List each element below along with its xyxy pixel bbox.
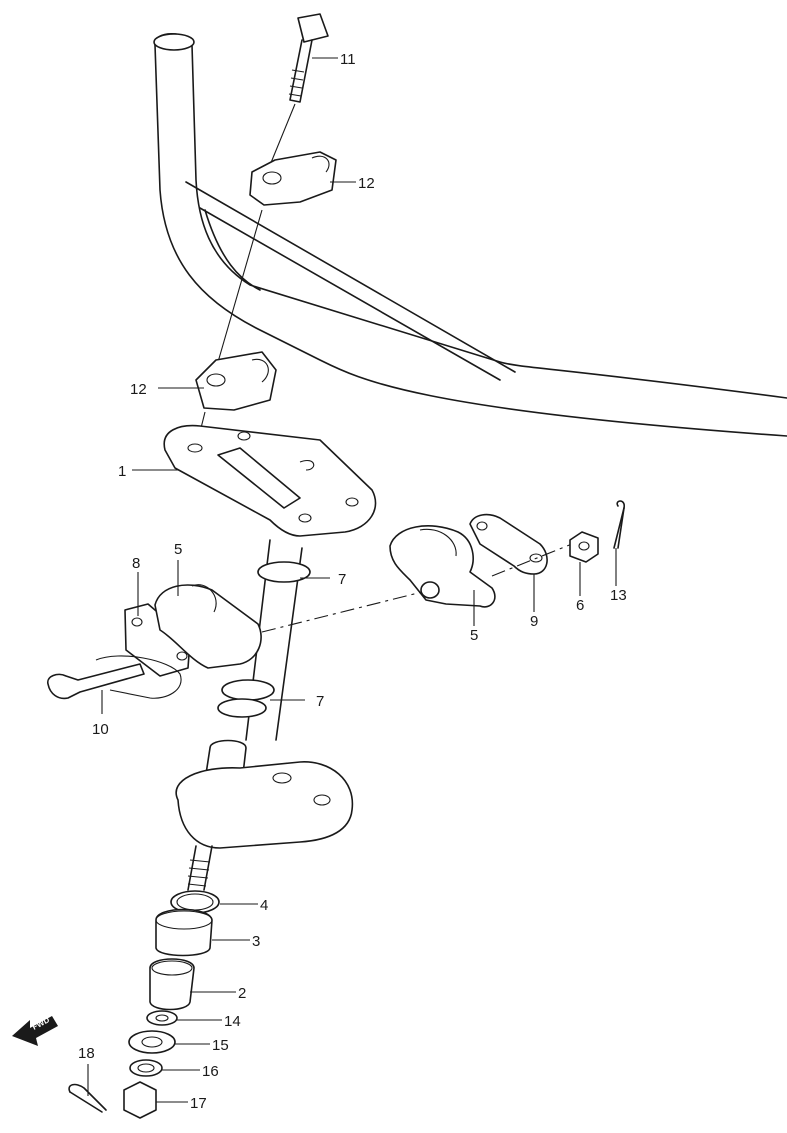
- callout-15: 15: [212, 1037, 229, 1054]
- washer-14: [146, 1010, 178, 1026]
- leader-lines: [87, 57, 617, 1103]
- collar-2: [149, 958, 195, 1011]
- callout-3: 3: [252, 933, 260, 950]
- washer-16: [129, 1059, 163, 1077]
- steering-plate-1: [163, 424, 377, 537]
- washer-15: [128, 1030, 176, 1054]
- bearing-3: [155, 908, 213, 957]
- fwd-arrow: FWD: [12, 1015, 58, 1046]
- callout-12-lower: 12: [130, 381, 147, 398]
- callout-16: 16: [202, 1063, 219, 1080]
- callout-labels: 11 12 12 1 5 8 7 7 10 5 9 6 13 4 3 2 14 …: [78, 51, 627, 1112]
- handlebar: [153, 33, 787, 437]
- callout-4: 4: [260, 897, 268, 914]
- callout-5-left: 5: [174, 541, 182, 558]
- callout-13: 11: [340, 51, 356, 68]
- callout-17: 17: [190, 1095, 207, 1112]
- callout-8: 8: [132, 555, 140, 572]
- callout-7-upper: 7: [338, 571, 346, 588]
- callout-11: 13: [610, 587, 627, 604]
- callout-10: 10: [92, 721, 109, 738]
- callout-18: 18: [78, 1045, 95, 1062]
- callout-2: 2: [238, 985, 246, 1002]
- shaft-arm: [175, 739, 354, 891]
- callout-9: 9: [530, 613, 538, 630]
- callout-5-right: 5: [470, 627, 478, 644]
- nut-17: [123, 1081, 157, 1119]
- callout-1: 1: [118, 463, 126, 480]
- handlebar-bolt-13: [267, 13, 329, 171]
- callout-12-upper: 12: [358, 175, 375, 192]
- callout-14: 14: [224, 1013, 241, 1030]
- upper-holder-12: [217, 151, 337, 363]
- right-clamp-assembly: [389, 500, 625, 608]
- callout-7-lower: 7: [316, 693, 324, 710]
- callout-6: 6: [576, 597, 584, 614]
- lower-stack: [68, 890, 220, 1119]
- lower-holder-12: [195, 351, 277, 441]
